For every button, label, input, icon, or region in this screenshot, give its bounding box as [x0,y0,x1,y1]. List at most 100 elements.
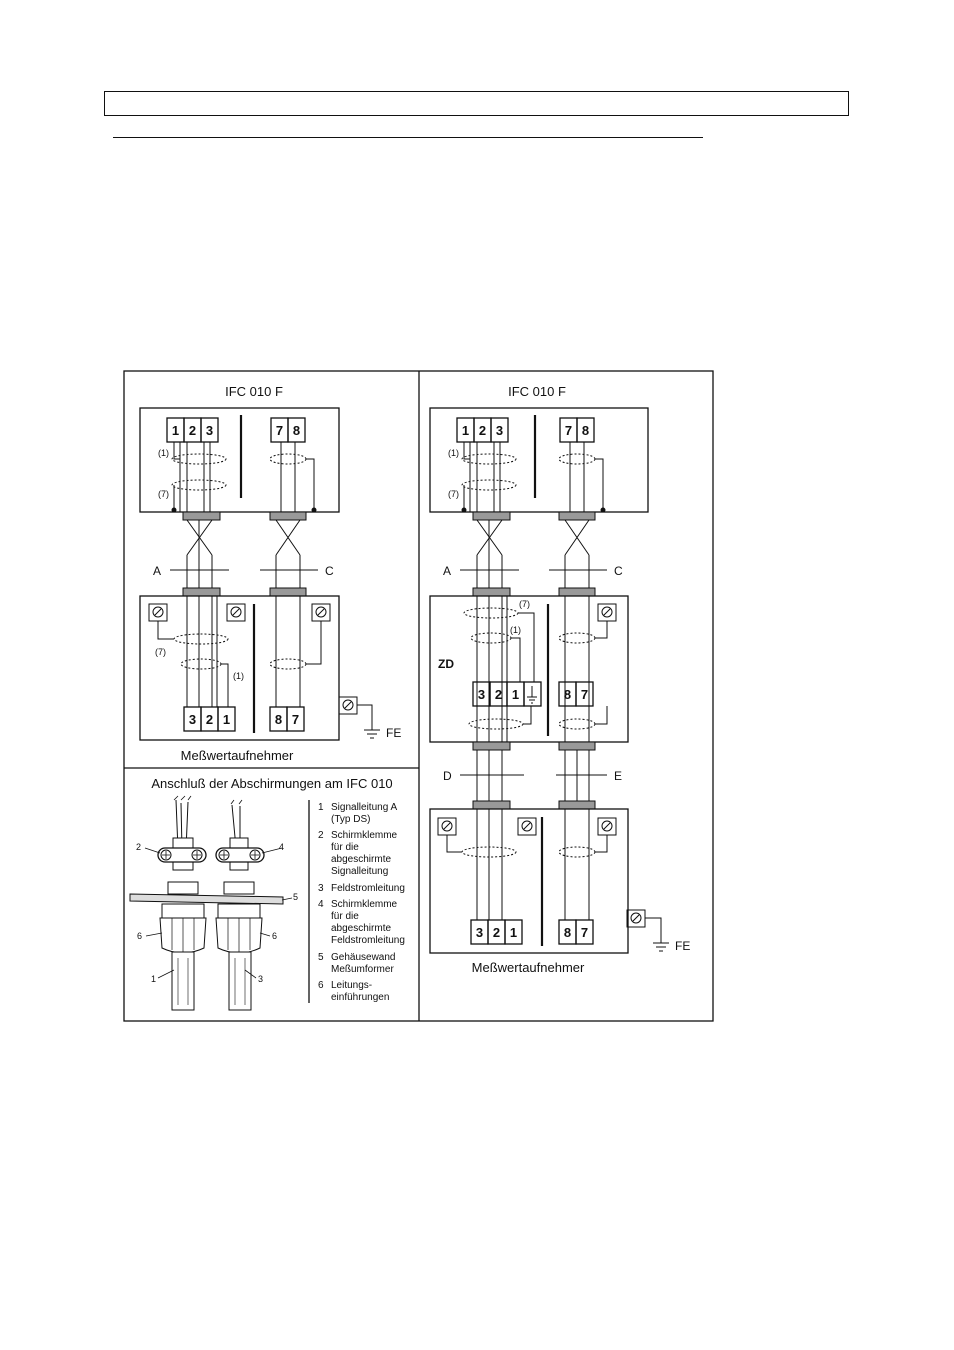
right-sensor-term-3-label: 3 [476,925,483,940]
right-fe-ground-icon [653,942,669,952]
right-zd-wires [476,596,508,742]
right-cable-e-label: E [614,769,622,783]
legend-6-line-2: einführungen [331,992,389,1003]
right-sensor-term-1-label: 1 [510,925,517,940]
left-conv-gland-a [182,511,221,521]
left-sensor-wires [186,596,218,707]
left-conv-term-2-label: 2 [189,423,196,438]
right-zd-gland-a-bottom [472,741,511,751]
shield-panel-title: Anschluß der Abschirmungen am IFC 010 [151,776,392,791]
shield-callout-5: 5 [293,892,298,902]
shield-callout-1: 1 [151,974,156,984]
legend-2-line-1: Schirmklemme [331,830,398,841]
right-shield-label-7: (7) [448,489,459,499]
right-zd-shield-7-lead [518,612,535,682]
left-conv-gland-c [269,511,307,521]
right-sensor-field-lead [595,835,608,853]
legend-5-num: 5 [318,952,324,963]
right-zd-lower-field-ellipse [558,718,596,730]
right-conv-gland-c [558,511,596,521]
right-cable-c-label: C [614,564,623,578]
shield-detail-illustration [129,795,310,1011]
legend-4-line-2: für die [331,911,359,922]
left-sensor-shield-7-lead [157,621,174,640]
legend-4-line-1: Schirmklemme [331,899,398,910]
right-zd-shield-7-ellipse [463,607,519,619]
legend-2-line-3: abgeschirmte [331,854,391,865]
shield-callout-6a: 6 [137,931,142,941]
left-sensor-term-3-label: 3 [189,712,196,727]
right-shield-label-1: (1) [448,448,459,458]
right-zd-field-lead [595,621,608,639]
right-zd-shield-label-7: (7) [519,599,530,609]
legend-3-line-1: Feldstromleitung [331,883,405,894]
left-ground-node-1 [171,507,177,513]
left-sensor-field-lead [306,621,322,665]
right-sensor-terminal-7 [575,919,594,945]
left-conv-shield-7-ellipse [171,479,227,491]
left-conv-terminal-8 [287,417,306,443]
right-sensor-label: Meßwertaufnehmer [472,960,585,975]
legend-1-num: 1 [318,802,324,813]
left-conv-term-1-label: 1 [172,423,179,438]
shield-callout-6b: 6 [272,931,277,941]
left-sensor-terminal-1 [217,706,236,732]
right-zd-gland-c-bottom [558,741,596,751]
legend-1-line-2: (Typ DS) [331,814,370,825]
right-zd-gland-c-top [558,587,596,597]
left-cable-c-label: C [325,564,334,578]
right-sensor-terminal-1 [504,919,523,945]
shield-callout-2: 2 [136,842,141,852]
left-sensor-shield-label-1: (1) [233,671,244,681]
left-sensor-gland-a [182,587,221,597]
left-conv-term-3-label: 3 [206,423,213,438]
right-converter-box [429,407,649,513]
right-zd-shield-1-lead [511,637,521,682]
left-sensor-term-8-label: 8 [275,712,282,727]
left-signal-wires-upper [179,442,211,512]
right-sensor-field-wires [564,809,590,920]
left-sensor-term-2-label: 2 [206,712,213,727]
right-fe-lead [645,917,662,943]
legend-6-line-1: Leitungs- [331,980,372,991]
header-rule [113,137,703,138]
left-fe-label: FE [386,726,401,740]
right-conv-term-1-label: 1 [462,423,469,438]
legend-2-line-2: für die [331,842,359,853]
left-conv-shield-1-ellipse [171,453,227,465]
left-sensor-label: Meßwertaufnehmer [181,748,294,763]
right-zd-field-wires [564,596,590,742]
right-fe-label: FE [675,939,690,953]
right-fe-screw-icon [630,912,642,924]
left-cable-a-twist [186,519,213,588]
legend-2-num: 2 [318,830,324,841]
header-box [104,91,849,116]
right-conv-shield-7-ellipse [461,479,517,491]
shield-callout-4: 4 [279,842,284,852]
left-cable-a-label: A [153,564,161,578]
left-sensor-shield-label-7: (7) [155,647,166,657]
legend-5-line-1: Gehäusewand [331,952,396,963]
right-sensor-box [429,808,629,954]
left-ground-node-2 [311,507,317,513]
right-zd-lower-field-lead [595,706,608,725]
right-sensor-shield-lead [446,835,462,853]
right-cable-a-label: A [443,564,451,578]
right-zd-screw-icon [601,606,613,618]
left-fe-screw-icon [342,699,354,711]
left-sensor-screw-2-icon [230,606,242,618]
left-sensor-field-shield-ellipse [269,658,307,670]
left-sensor-shield-1-lead [221,663,229,707]
legend-4-line-4: Feldstromleitung [331,935,405,946]
left-shield-1-lead [173,442,180,460]
left-sensor-box [139,595,340,741]
right-zd-terminal-ground-icon [527,686,537,704]
legend-1-line-1: Signalleitung A [331,802,397,813]
right-zd-label: ZD [438,657,454,671]
right-signal-wires-upper [469,442,501,512]
right-sensor-term-2-label: 2 [493,925,500,940]
left-converter-box [139,407,340,513]
right-conv-term-7-label: 7 [565,423,572,438]
right-sensor-screw-2-box [517,817,537,836]
